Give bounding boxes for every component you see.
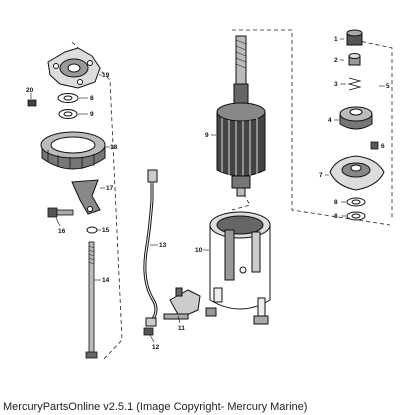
brush-ring-part-18 [40, 131, 106, 170]
assembly-guide-lines [71, 29, 393, 361]
armature-part-9 [216, 35, 266, 197]
callout-12: 12 [152, 344, 160, 351]
washer-left-part-8 [57, 93, 79, 103]
callout-leaders [30, 38, 385, 343]
callout-9: 9 [205, 132, 209, 139]
callout-20: 20 [26, 87, 34, 94]
callout-15: 15 [102, 227, 110, 234]
end-cap-part-19 [47, 47, 101, 89]
callout-3: 3 [334, 81, 338, 88]
exploded-parts-diagram: 1 2 3 4 5 6 7 8 8 9 10 11 12 13 14 15 16… [26, 29, 393, 361]
callout-16: 16 [58, 228, 66, 235]
callout-14: 14 [102, 277, 110, 284]
callout-11: 11 [178, 325, 185, 332]
callout-6: 6 [381, 143, 385, 150]
bracket-part-17 [71, 179, 101, 215]
copyright-caption: MercuryPartsOnline v2.5.1 (Image Copyrig… [3, 401, 308, 413]
collar-part-2 [348, 53, 361, 66]
spring-part-3 [347, 77, 362, 91]
callout-9-left: 9 [90, 111, 94, 118]
washer-right-part-8a [346, 197, 366, 207]
callout-4: 4 [328, 117, 332, 124]
callout-18: 18 [110, 144, 118, 151]
frame-housing-part-10 [209, 211, 271, 325]
callout-7: 7 [319, 172, 323, 179]
cable-part-13 [143, 169, 158, 327]
callout-8-right-b: 8 [334, 213, 338, 220]
nut-part-1 [346, 29, 363, 46]
washer-part-15 [86, 226, 98, 234]
callout-8-right-a: 8 [334, 199, 338, 206]
callout-19: 19 [102, 72, 110, 79]
callout-2: 2 [334, 57, 338, 64]
screw-part-20 [27, 99, 37, 107]
callout-8-left: 8 [90, 95, 94, 102]
washer-right-part-8b [346, 211, 366, 221]
nut-part-12 [143, 327, 154, 336]
callout-5: 5 [386, 83, 390, 90]
callout-10: 10 [195, 247, 203, 254]
washer-left-part-9 [58, 109, 78, 119]
drive-pinion-part-4 [339, 106, 373, 130]
bolt-part-16 [47, 207, 74, 218]
callout-1: 1 [334, 36, 338, 43]
terminal-assembly-part-11 [163, 287, 217, 320]
through-bolt-part-14 [85, 241, 98, 359]
callout-13: 13 [159, 242, 167, 249]
end-plate-part-7 [329, 155, 385, 191]
callout-labels: 1 2 3 4 5 6 7 8 8 9 10 11 12 13 14 15 16… [26, 36, 390, 351]
callout-17: 17 [106, 185, 114, 192]
bolt-part-6 [370, 141, 379, 150]
